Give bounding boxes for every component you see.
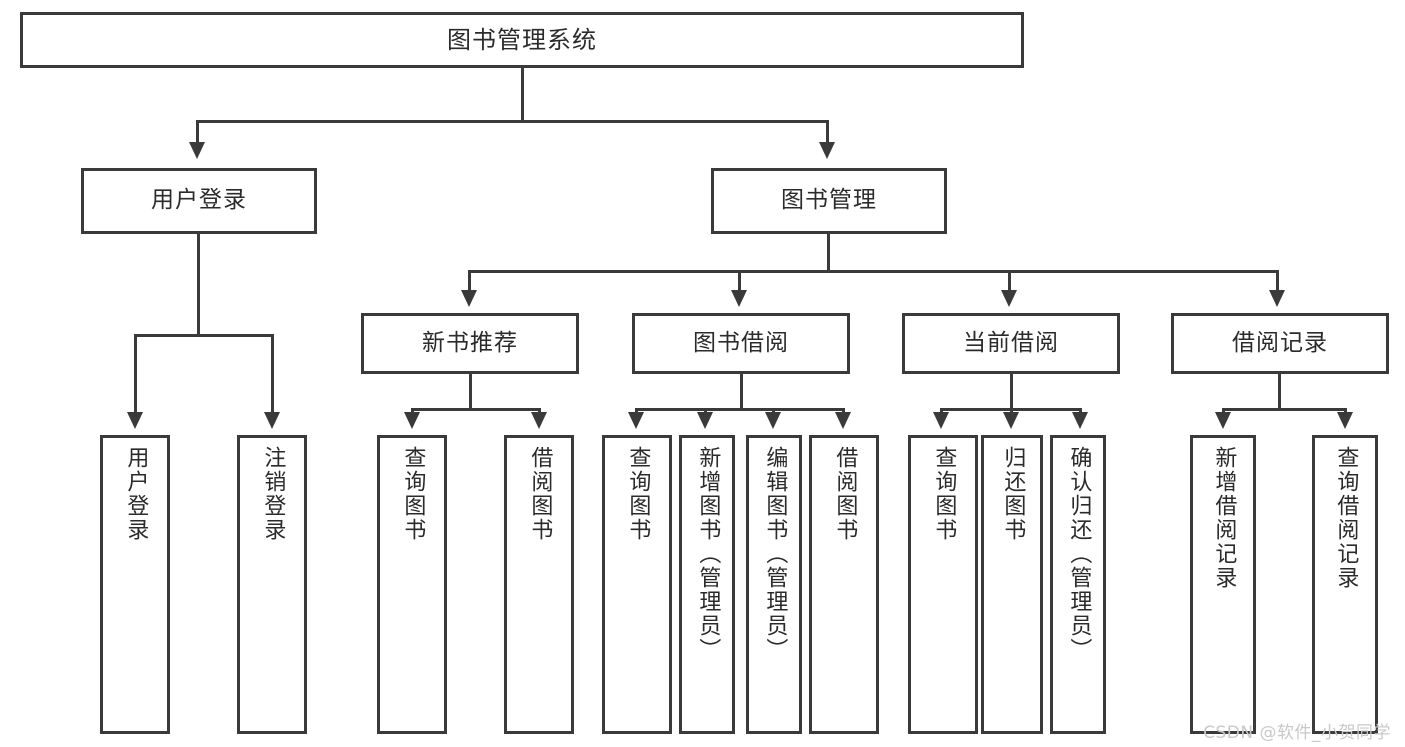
node-book-management[interactable]: 图书管理 [711,168,947,234]
leaf-label: 新增图书（管理员） [695,446,721,662]
leaf-bb-add-book-admin[interactable]: 新增图书（管理员） [679,435,735,734]
connector-user-login-bus [134,334,274,337]
arrowhead-nb-leaf-1 [404,412,420,429]
arrowhead-cb-leaf-1 [933,412,949,429]
arrowhead-borrow-record [1269,290,1285,307]
node-book-borrow[interactable]: 图书借阅 [632,313,850,374]
connector-level3-drop-new-book [468,270,471,294]
node-current-borrow[interactable]: 当前借阅 [902,313,1120,374]
connector-level2-drop-user-login [196,120,199,146]
leaf-bb-borrow-book[interactable]: 借阅图书 [809,435,879,734]
arrowhead-cb-leaf-2 [1003,412,1019,429]
node-label: 用户登录 [151,187,247,214]
connector-book-management-stem [827,234,830,272]
leaf-label: 编辑图书（管理员） [762,446,788,662]
connector-level3-drop-borrow-record [1276,270,1279,294]
connector-borrow-record-stem [1278,374,1281,410]
leaf-label: 确认归还（管理员） [1066,446,1092,662]
connector-root-stem [521,68,524,122]
arrowhead-br-leaf-2 [1337,412,1353,429]
connector-borrow-record-bus [1222,408,1347,411]
connector-level3-drop-current-borrow [1008,270,1011,294]
leaf-label: 查询图书 [400,446,426,542]
csdn-watermark: CSDN @软件_小贺同学 [1203,723,1391,743]
leaf-label: 查询图书 [931,446,957,542]
leaf-label: 用户登录 [123,446,149,542]
leaf-cb-confirm-return-admin[interactable]: 确认归还（管理员） [1050,435,1106,734]
leaf-label: 借阅图书 [527,446,553,542]
leaf-cb-query-book[interactable]: 查询图书 [908,435,978,734]
leaf-br-add-record[interactable]: 新增借阅记录 [1190,435,1256,734]
arrowhead-book-borrow [731,290,747,307]
leaf-bb-edit-book-admin[interactable]: 编辑图书（管理员） [746,435,802,734]
leaf-logout[interactable]: 注销登录 [237,435,307,734]
arrowhead-nb-leaf-2 [531,412,547,429]
leaf-nb-borrow-book[interactable]: 借阅图书 [504,435,574,734]
arrowhead-br-leaf-1 [1215,412,1231,429]
leaf-br-query-record[interactable]: 查询借阅记录 [1312,435,1378,734]
leaf-label: 查询图书 [625,446,651,542]
leaf-bb-query-book[interactable]: 查询图书 [602,435,672,734]
arrowhead-user-login [189,142,205,159]
arrowhead-bb-leaf-1 [628,412,644,429]
arrowhead-bb-leaf-2 [697,412,713,429]
connector-new-book-stem [469,374,472,410]
connector-current-borrow-stem [1010,374,1013,410]
connector-level2-bus [196,120,828,123]
connector-level3-drop-book-borrow [738,270,741,294]
connector-user-login-stem [197,234,200,336]
arrowhead-book-management [819,142,835,159]
leaf-label: 新增借阅记录 [1211,446,1237,590]
connector-new-book-bus [411,408,541,411]
node-new-book-recommend[interactable]: 新书推荐 [361,313,579,374]
arrowhead-bb-leaf-4 [835,412,851,429]
connector-book-borrow-stem [740,374,743,410]
connector-book-borrow-bus [635,408,845,411]
arrowhead-bb-leaf-3 [765,412,781,429]
leaf-label: 借阅图书 [832,446,858,542]
node-borrow-record[interactable]: 借阅记录 [1171,313,1389,374]
node-label: 新书推荐 [422,329,518,356]
connector-level2-drop-book-management [826,120,829,146]
arrowhead-leaf-user-login [127,412,143,429]
arrowhead-current-borrow [1001,290,1017,307]
node-label: 图书借阅 [693,329,789,356]
connector-user-login-drop-2 [271,334,274,416]
arrowhead-leaf-logout [264,412,280,429]
leaf-user-login[interactable]: 用户登录 [100,435,170,734]
leaf-label: 查询借阅记录 [1333,446,1359,590]
node-label: 图书管理系统 [447,25,597,54]
arrowhead-new-book-recommend [461,290,477,307]
connector-level3-bus [468,270,1279,273]
node-user-login[interactable]: 用户登录 [81,168,317,234]
leaf-label: 归还图书 [1000,446,1026,542]
node-label: 借阅记录 [1232,329,1328,356]
node-label: 图书管理 [781,187,877,214]
leaf-nb-query-book[interactable]: 查询图书 [377,435,447,734]
node-root-book-management-system[interactable]: 图书管理系统 [20,12,1024,68]
connector-user-login-drop-1 [134,334,137,416]
node-label: 当前借阅 [963,329,1059,356]
arrowhead-cb-leaf-3 [1072,412,1088,429]
leaf-cb-return-book[interactable]: 归还图书 [981,435,1043,734]
leaf-label: 注销登录 [260,446,286,542]
